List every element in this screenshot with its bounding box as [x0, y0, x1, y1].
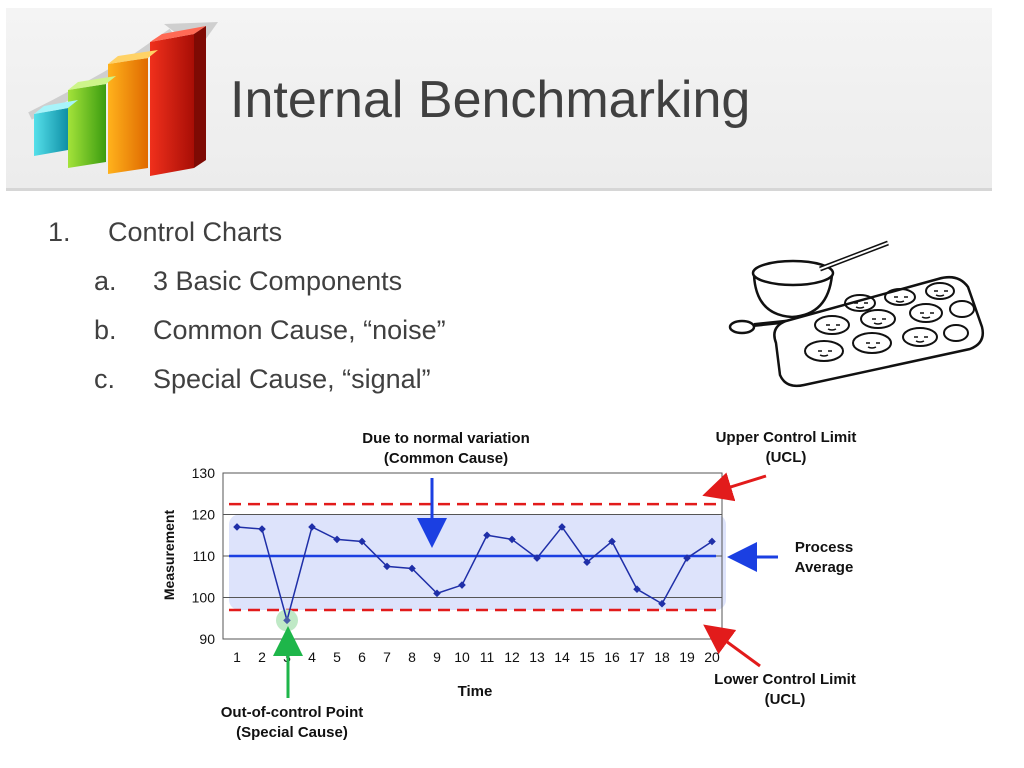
data-point [358, 537, 366, 546]
list-text: 3 Basic Components [153, 266, 403, 296]
list-marker: c. [94, 364, 116, 394]
x-tick-label: 2 [258, 649, 266, 665]
x-tick-label: 18 [654, 649, 670, 665]
y-tick-label: 130 [192, 465, 216, 481]
x-tick-label: 4 [308, 649, 316, 665]
data-point [433, 589, 441, 598]
annotation-lcl-line2: (UCL) [765, 691, 806, 708]
list-marker: a. [94, 266, 117, 296]
data-point [308, 523, 316, 531]
data-point [658, 599, 666, 608]
y-tick-label: 110 [193, 548, 216, 564]
list-marker: b. [94, 315, 117, 345]
y-tick-label: 100 [192, 590, 216, 606]
data-point [258, 525, 266, 533]
y-tick-label: 90 [199, 631, 215, 647]
annotation-average-line1: Process [795, 539, 853, 556]
data-point [633, 585, 641, 593]
ucl-arrow [702, 472, 767, 502]
x-tick-label: 5 [333, 649, 341, 665]
data-point [508, 535, 516, 544]
data-point [408, 564, 416, 573]
baking-cookies-icon [728, 240, 984, 388]
annotation-common-cause-line1: Due to normal variation [362, 430, 530, 447]
x-tick-label: 12 [504, 649, 520, 665]
list-text: Control Charts [108, 217, 283, 247]
y-axis-label: Measurement [161, 510, 177, 601]
annotation-ucl-line2: (UCL) [766, 449, 807, 466]
x-tick-label: 6 [358, 649, 366, 665]
x-tick-label: 7 [383, 649, 391, 665]
x-tick-label: 16 [604, 649, 620, 665]
data-point [558, 523, 566, 531]
data-point [533, 554, 541, 562]
plot-frame [222, 472, 723, 640]
x-tick-label: 1 [233, 649, 241, 665]
data-point [333, 535, 341, 544]
data-point [233, 523, 241, 531]
title-bar: Internal Benchmarking [6, 8, 992, 191]
slide-title: Internal Benchmarking [230, 71, 751, 129]
annotation-special-cause-line2: (Special Cause) [236, 724, 348, 741]
x-tick-label: 13 [529, 649, 545, 665]
list-marker: 1. [48, 217, 71, 247]
annotation-common-cause-line2: (Common Cause) [384, 450, 508, 467]
data-point [458, 581, 466, 589]
x-tick-label: 17 [629, 649, 645, 665]
annotation-average-line2: Average [795, 559, 854, 576]
list-text: Special Cause, “signal” [153, 364, 431, 394]
x-tick-label: 10 [454, 649, 470, 665]
annotation-special-cause-line1: Out-of-control Point [221, 704, 363, 721]
x-tick-label: 8 [408, 649, 416, 665]
measurement-series-line [236, 525, 713, 624]
out-of-control-point [283, 616, 291, 625]
annotation-lcl-line1: Lower Control Limit [714, 671, 856, 688]
annotation-ucl-line1: Upper Control Limit [716, 429, 857, 446]
bar-chart-growth-icon [28, 22, 218, 176]
x-tick-label: 20 [704, 649, 720, 665]
data-point [583, 558, 591, 567]
data-point [708, 537, 716, 546]
x-tick-label: 11 [480, 649, 495, 665]
lcl-arrow [703, 624, 761, 668]
list-text: Common Cause, “noise” [153, 315, 446, 345]
data-point [683, 554, 691, 562]
control-band [229, 514, 726, 610]
x-tick-label: 15 [579, 649, 595, 665]
x-tick-label: 9 [433, 649, 441, 665]
x-axis-label: Time [458, 683, 493, 700]
y-tick-label: 120 [192, 507, 216, 523]
x-tick-label: 19 [679, 649, 695, 665]
data-point [608, 537, 616, 546]
x-tick-label: 14 [554, 649, 570, 665]
